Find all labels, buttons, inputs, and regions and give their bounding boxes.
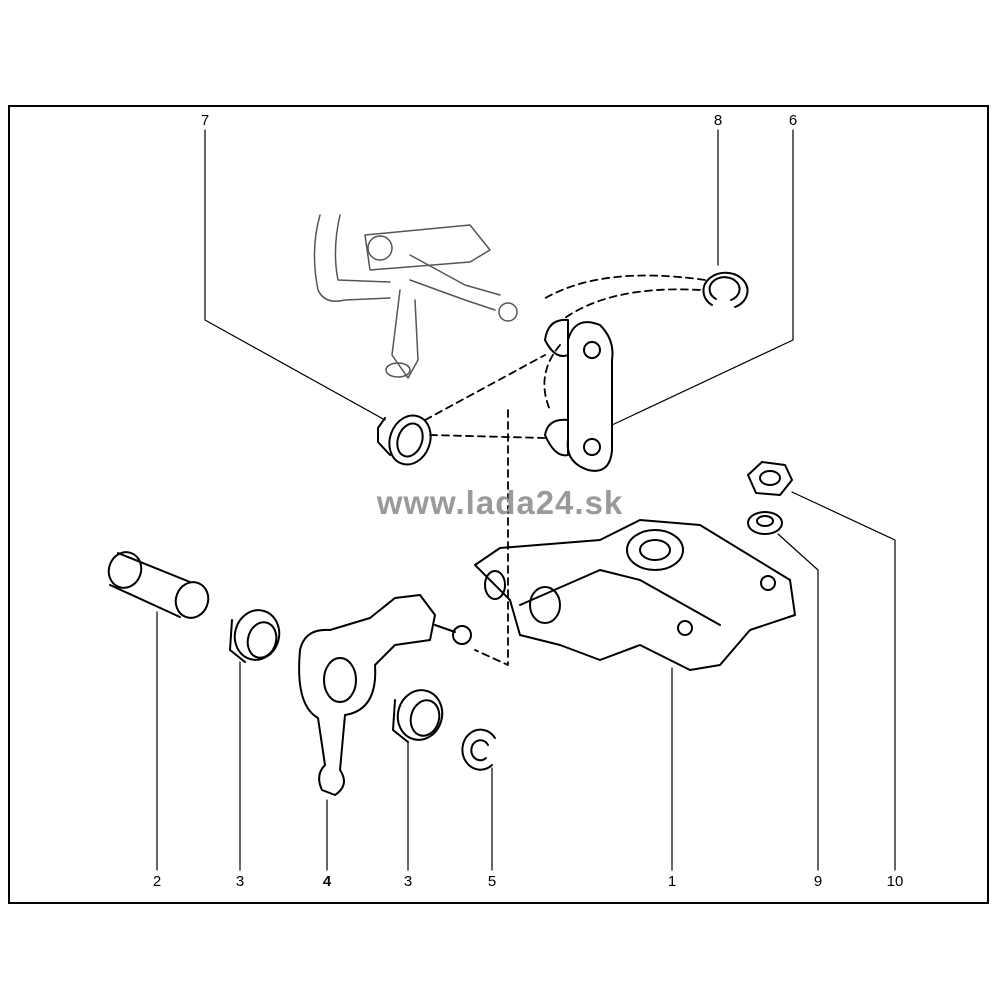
callout-3-right: 3 <box>403 873 413 890</box>
part-8-snap-ring <box>702 271 749 308</box>
part-1-bracket <box>474 519 796 671</box>
leader-lines <box>156 129 896 871</box>
part-6-link <box>544 318 614 472</box>
callout-4: 4 <box>322 873 332 890</box>
part-2-pin <box>107 551 210 619</box>
assembly-arrows <box>424 274 706 666</box>
diagram-frame <box>8 105 989 904</box>
callout-3-left: 3 <box>235 873 245 890</box>
part-5-clip <box>461 728 496 771</box>
part-10-nut <box>747 461 793 496</box>
part-9-washer <box>747 511 783 535</box>
callout-1: 1 <box>667 873 677 890</box>
part-3-bushing-left <box>229 609 281 663</box>
callout-2: 2 <box>152 873 162 890</box>
callout-9: 9 <box>813 873 823 890</box>
part-3-bushing-right <box>392 689 444 743</box>
callout-7: 7 <box>200 112 210 129</box>
callout-8: 8 <box>713 112 723 129</box>
part-7-bushing <box>377 414 432 466</box>
callout-6: 6 <box>788 112 798 129</box>
background-assembly <box>313 214 518 379</box>
callout-5: 5 <box>487 873 497 890</box>
callout-10: 10 <box>886 873 904 890</box>
part-4-lever <box>298 594 472 796</box>
watermark: www.lada24.sk <box>376 484 624 521</box>
